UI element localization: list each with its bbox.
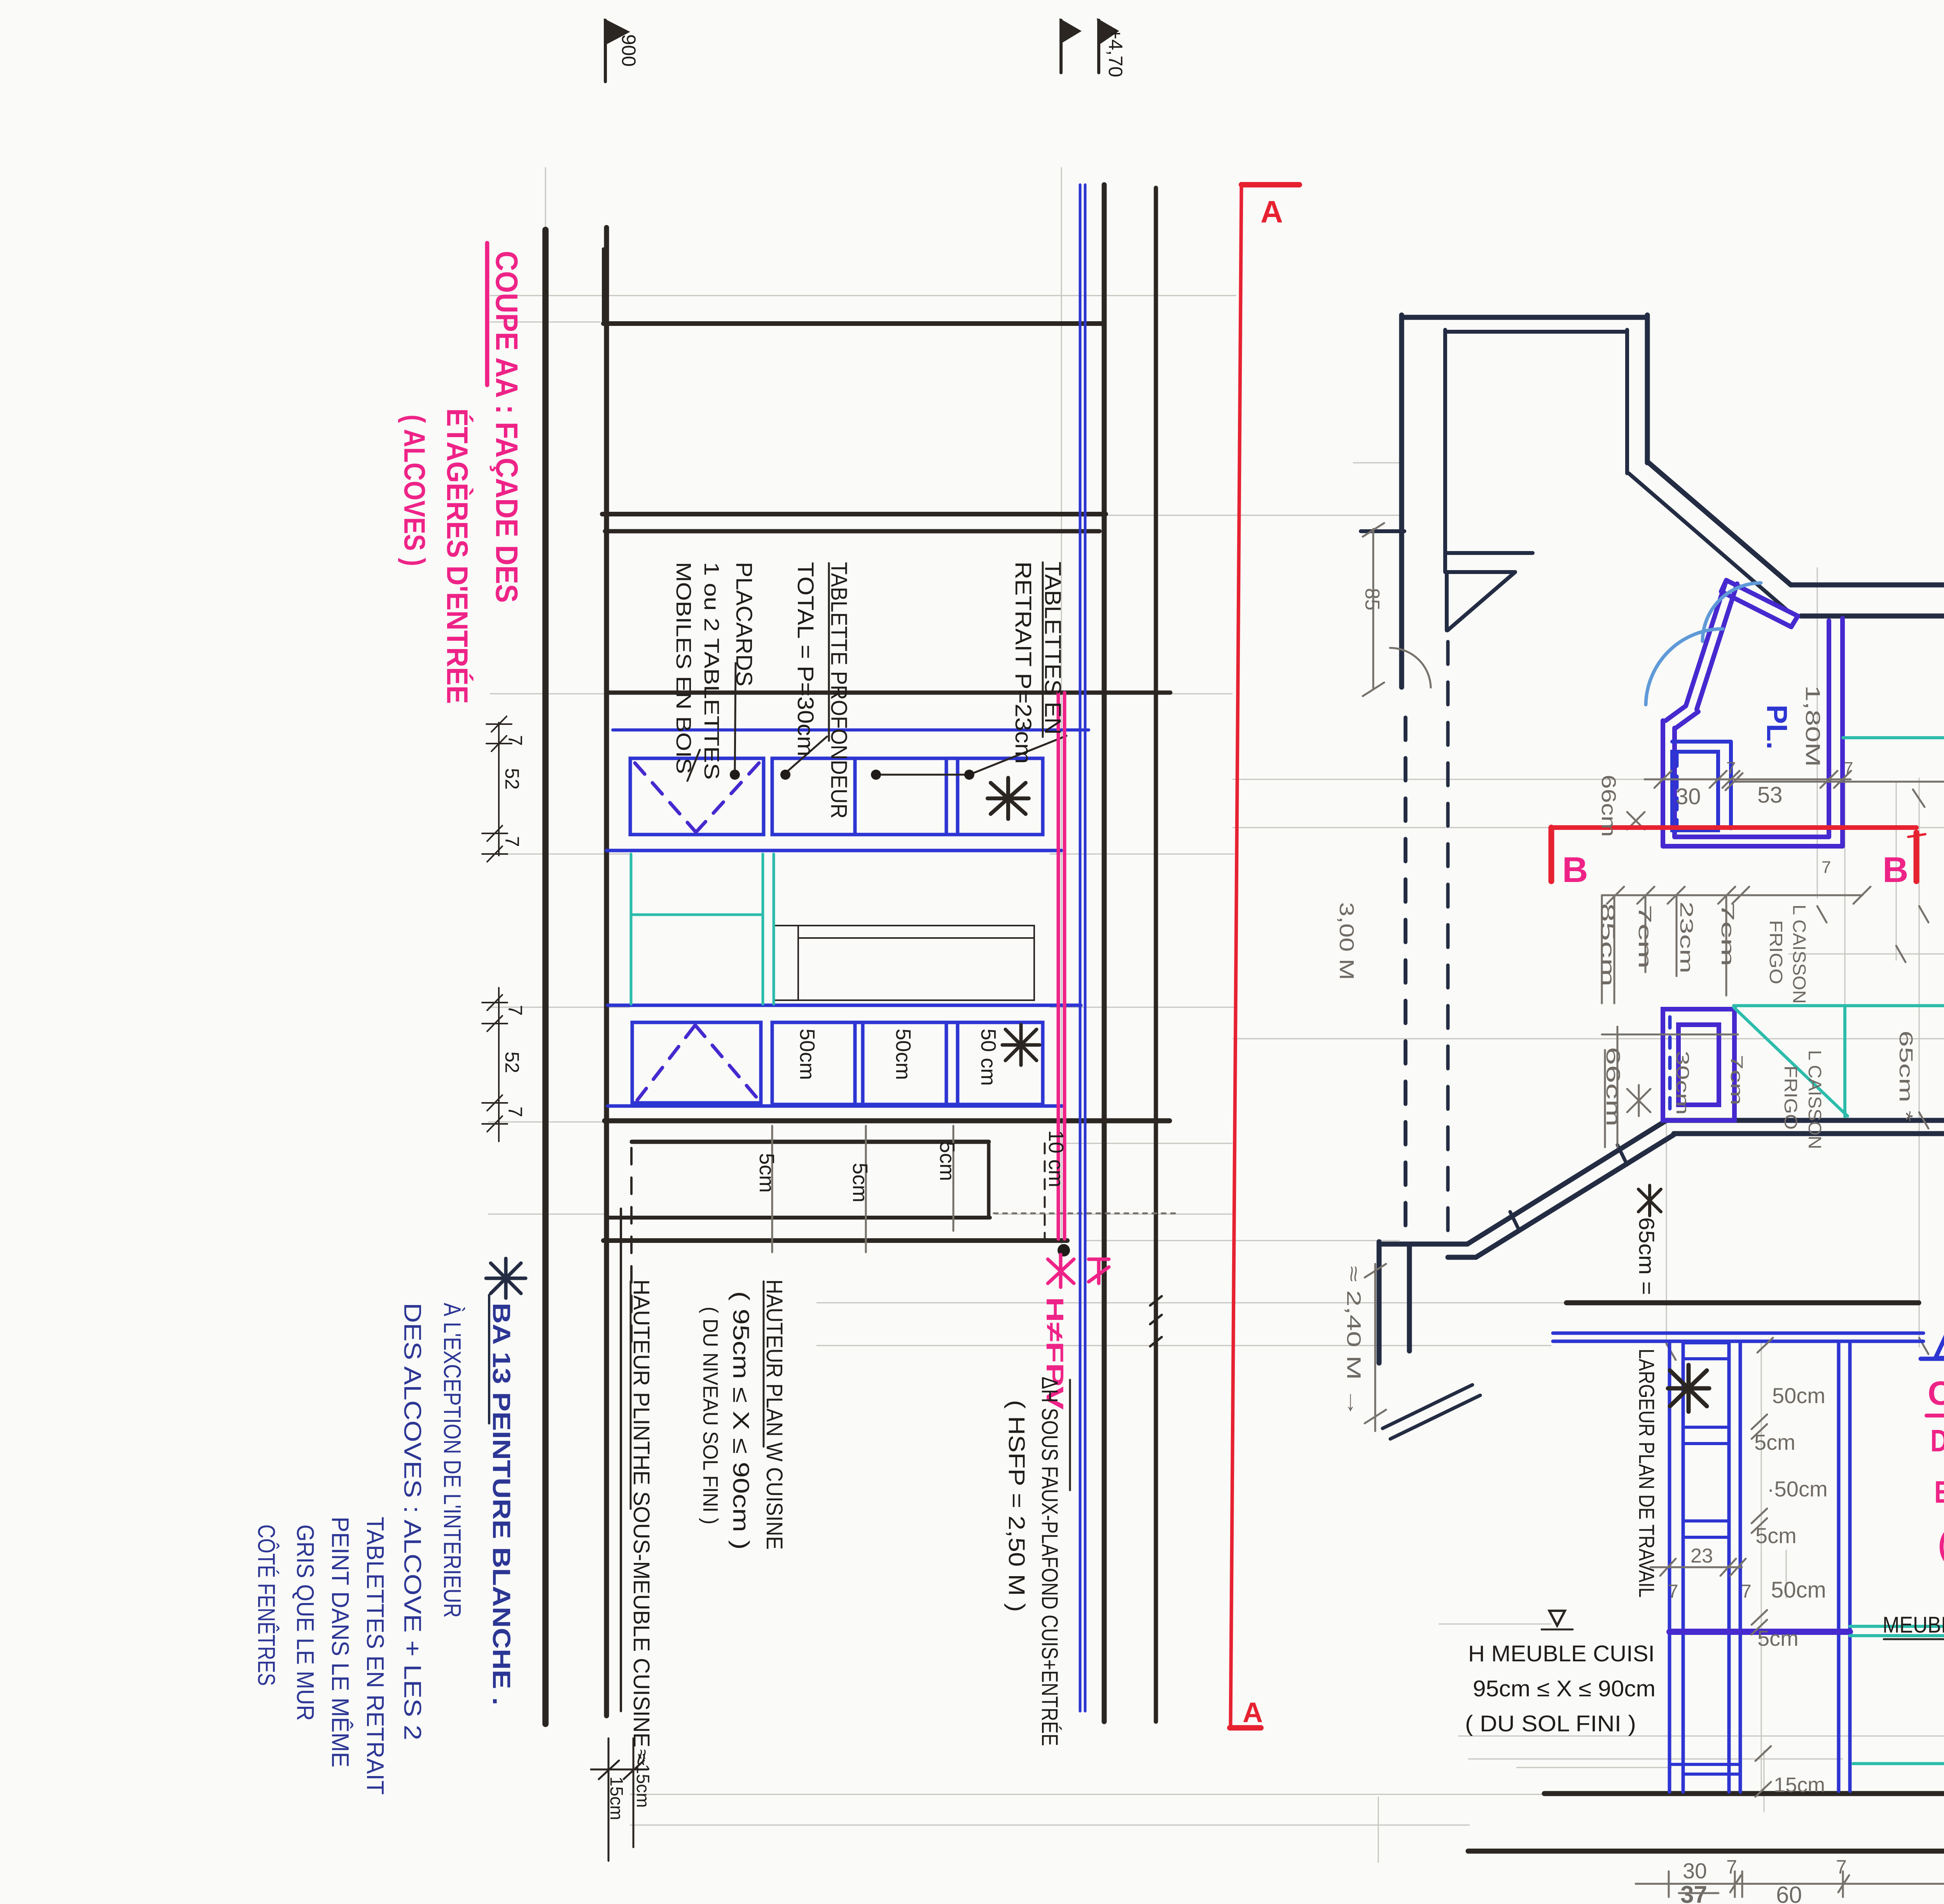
svg-text:10 cm: 10 cm: [1044, 1130, 1068, 1187]
svg-text:66cm: 66cm: [1597, 775, 1620, 837]
svg-text:7: 7: [1726, 759, 1736, 778]
svg-text:( DU NIVEAU SOL FINI ): ( DU NIVEAU SOL FINI ): [699, 1307, 722, 1524]
svg-text:ENCASTRÉES DE L'ENTRÉE: ENCASTRÉES DE L'ENTRÉE: [1934, 1475, 1944, 1509]
svg-text:7: 7: [1668, 1581, 1678, 1602]
svg-text:( DU SOL FINI ): ( DU SOL FINI ): [1465, 1711, 1636, 1736]
svg-text:5cm: 5cm: [755, 1153, 778, 1193]
svg-text:15cm: 15cm: [1774, 1773, 1825, 1797]
svg-text:CÔTÉ FENÊTRES: CÔTÉ FENÊTRES: [253, 1524, 280, 1686]
svg-text:( ALCOVES ): ( ALCOVES ): [398, 415, 431, 566]
svg-text:7: 7: [504, 1106, 526, 1117]
svg-text:À L'EXCEPTION DE L'INTERIEUR: À L'EXCEPTION DE L'INTERIEUR: [439, 1303, 465, 1618]
svg-text:7: 7: [504, 1005, 526, 1016]
svg-text:TABLETTES EN RETRAIT: TABLETTES EN RETRAIT: [362, 1517, 388, 1795]
svg-text:23: 23: [1691, 1545, 1713, 1567]
svg-text:1 ou 2 TABLETTES: 1 ou 2 TABLETTES: [700, 562, 723, 780]
svg-text:7: 7: [504, 735, 526, 746]
svg-text:TABLETTE PROFONDEUR: TABLETTE PROFONDEUR: [826, 562, 851, 819]
svg-text:30: 30: [1676, 784, 1701, 809]
svg-text:66cm: 66cm: [1602, 1047, 1624, 1127]
svg-text:( HSFP = 2,50 M ): ( HSFP = 2,50 M ): [1004, 1400, 1029, 1612]
svg-text:TOTAL = P=30cm: TOTAL = P=30cm: [793, 562, 818, 756]
svg-text:3,00 M: 3,00 M: [1335, 902, 1358, 980]
svg-text:A: A: [1243, 1697, 1263, 1728]
svg-text:5cm: 5cm: [848, 1163, 872, 1202]
svg-text:HAUTEUR PLINTHE SOUS-MEUBLE CU: HAUTEUR PLINTHE SOUS-MEUBLE CUISINE ≈: [629, 1279, 654, 1766]
svg-text:60: 60: [1776, 1882, 1802, 1904]
svg-text:65cm =: 65cm =: [1635, 1217, 1659, 1295]
svg-text:7: 7: [1822, 858, 1831, 877]
svg-text:·50cm: ·50cm: [1767, 1477, 1828, 1501]
svg-text:DANS LES ÉTAGÈRE: DANS LES ÉTAGÈRE: [1930, 1423, 1944, 1458]
svg-text:L CAISSON: L CAISSON: [1805, 1050, 1825, 1149]
svg-text:15cm: 15cm: [607, 1776, 627, 1820]
svg-text:52: 52: [501, 768, 523, 790]
svg-text:H MEUBLE CUISI: H MEUBLE CUISI: [1468, 1641, 1655, 1666]
svg-text:30cm: 30cm: [1673, 1051, 1693, 1115]
svg-text:7cm: 7cm: [1727, 1055, 1746, 1105]
svg-text:5cm: 5cm: [935, 1141, 959, 1181]
svg-text:7cm: 7cm: [1718, 902, 1738, 966]
svg-text:ΔH SOUS FAUX-PLAFOND CUIS+ENTR: ΔH SOUS FAUX-PLAFOND CUIS+ENTRÉE: [1037, 1377, 1062, 1746]
svg-text:5cm: 5cm: [1755, 1523, 1797, 1548]
svg-text:53: 53: [1757, 782, 1783, 808]
svg-text:50cm: 50cm: [795, 1029, 819, 1080]
svg-text:FRIGO: FRIGO: [1766, 920, 1786, 984]
svg-text:7: 7: [1844, 759, 1853, 778]
svg-text:900: 900: [618, 34, 640, 66]
svg-text:ÉTAGÈRES D'ENTRÉE: ÉTAGÈRES D'ENTRÉE: [441, 408, 474, 704]
svg-text:7: 7: [1836, 1856, 1847, 1878]
svg-text:B: B: [1562, 850, 1588, 890]
svg-text:PLACARDS: PLACARDS: [731, 562, 757, 686]
svg-text:7cm: 7cm: [1635, 905, 1655, 969]
svg-text:85cm: 85cm: [1597, 903, 1619, 987]
svg-text:FRIGO: FRIGO: [1781, 1066, 1801, 1130]
svg-text:7: 7: [1741, 1581, 1752, 1602]
svg-text:+4,70: +4,70: [1105, 28, 1126, 77]
svg-text:PEINT DANS LE MÊME: PEINT DANS LE MÊME: [327, 1517, 353, 1768]
svg-text:H≠FPV: H≠FPV: [1041, 1297, 1068, 1410]
svg-text:GRIS QUE LE MUR: GRIS QUE LE MUR: [292, 1524, 318, 1721]
svg-text:PL.: PL.: [1761, 705, 1793, 749]
svg-text:( 95cm ≤ X ≤ 90cm ): ( 95cm ≤ X ≤ 90cm ): [728, 1291, 753, 1550]
svg-text:COUPE AA : FAÇADE DES: COUPE AA : FAÇADE DES: [489, 251, 524, 603]
svg-text:30: 30: [1683, 1858, 1707, 1883]
svg-text:MEUBLE CUISINE: MEUBLE CUISINE: [1883, 1612, 1944, 1638]
svg-text:85: 85: [1361, 588, 1383, 611]
svg-text:L CAISSON: L CAISSON: [1789, 905, 1809, 1004]
svg-text:MOBILES EN BOIS: MOBILES EN BOIS: [672, 562, 695, 774]
svg-text:RETRAIT P=23cm: RETRAIT P=23cm: [1010, 562, 1036, 764]
svg-text:65cm *: 65cm *: [1895, 1031, 1916, 1122]
svg-text:95cm ≤ X ≤ 90cm: 95cm ≤ X ≤ 90cm: [1473, 1676, 1656, 1701]
svg-text:LARGEUR PLAN DE TRAVAIL: LARGEUR PLAN DE TRAVAIL: [1635, 1349, 1659, 1598]
svg-text:1,80M: 1,80M: [1801, 685, 1824, 767]
svg-text:50cm: 50cm: [1771, 1577, 1826, 1603]
svg-text:5cm: 5cm: [1754, 1430, 1795, 1454]
svg-text:52: 52: [501, 1052, 523, 1073]
svg-text:TABLETTES EN: TABLETTES EN: [1040, 562, 1065, 735]
svg-text:50cm: 50cm: [1772, 1383, 1825, 1408]
svg-text:50cm: 50cm: [892, 1029, 915, 1080]
svg-text:7: 7: [501, 836, 523, 847]
svg-text:50 cm: 50 cm: [977, 1029, 1000, 1086]
svg-text:HAUTEUR PLAN W CUISINE: HAUTEUR PLAN W CUISINE: [762, 1279, 787, 1550]
svg-text:B: B: [1883, 850, 1908, 890]
svg-text:COUPE BB: COUPE: COUPE BB: COUPE: [1928, 1375, 1944, 1412]
svg-text:DES ALCOVES : ALCOVE + LES 2: DES ALCOVES : ALCOVE + LES 2: [399, 1303, 426, 1740]
svg-text:7: 7: [1726, 1856, 1737, 1878]
svg-text:BA 13 PEINTURE BLANCHE .: BA 13 PEINTURE BLANCHE .: [488, 1303, 516, 1705]
svg-text:≈ 15cm: ≈ 15cm: [633, 1749, 653, 1808]
svg-text:A: A: [1260, 194, 1283, 229]
svg-text:5cm: 5cm: [1757, 1626, 1799, 1650]
svg-text:≈ 2,40 M →: ≈ 2,40 M →: [1343, 1266, 1365, 1418]
svg-text:23cm: 23cm: [1677, 901, 1697, 973]
